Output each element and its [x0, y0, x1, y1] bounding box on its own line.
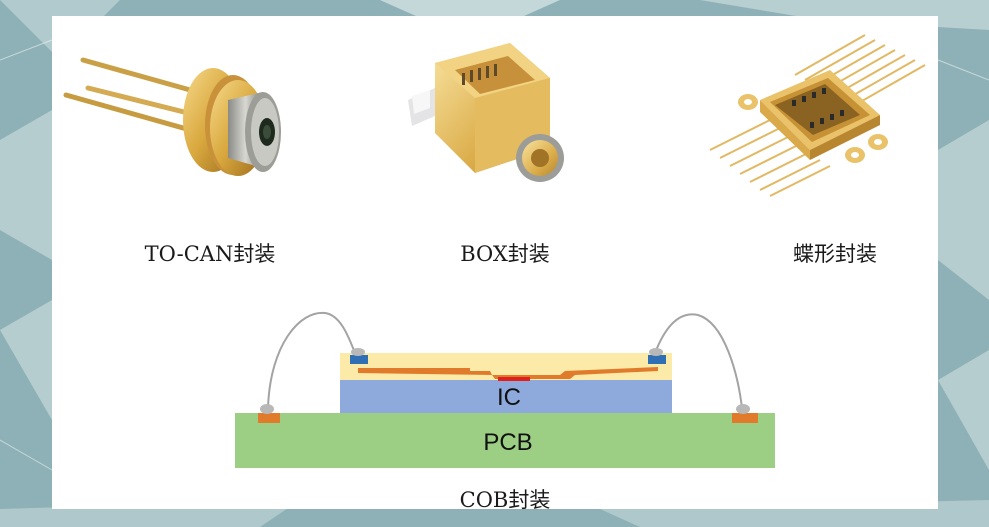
cob-caption: COB封装	[459, 488, 551, 512]
to-can-package-image	[63, 57, 281, 176]
bond-wire-left	[267, 311, 356, 409]
pcb-label: PCB	[483, 429, 532, 456]
butterfly-caption: 蝶形封装	[793, 242, 877, 266]
bond-wire-right	[654, 313, 743, 409]
ic-label: IC	[497, 384, 521, 411]
redistribution-trace-right	[492, 367, 658, 379]
redistribution-trace-left	[358, 368, 492, 375]
bump-bond	[498, 377, 530, 381]
pcb-board	[235, 413, 775, 468]
cob-diagram: IC PCB	[235, 311, 775, 468]
substrate-pad-left	[350, 355, 368, 364]
to-can-caption: TO-CAN封装	[144, 242, 276, 266]
box-caption: BOX封装	[460, 242, 550, 266]
pcb-pad-right	[732, 413, 758, 423]
butterfly-package-image	[709, 34, 926, 197]
wire-ball-right	[736, 404, 750, 414]
pcb-pad-left	[258, 413, 280, 423]
wire-ball-left	[260, 404, 274, 414]
box-package-image	[408, 43, 564, 182]
ic-chip	[340, 380, 672, 413]
substrate-pad-right	[648, 355, 666, 364]
